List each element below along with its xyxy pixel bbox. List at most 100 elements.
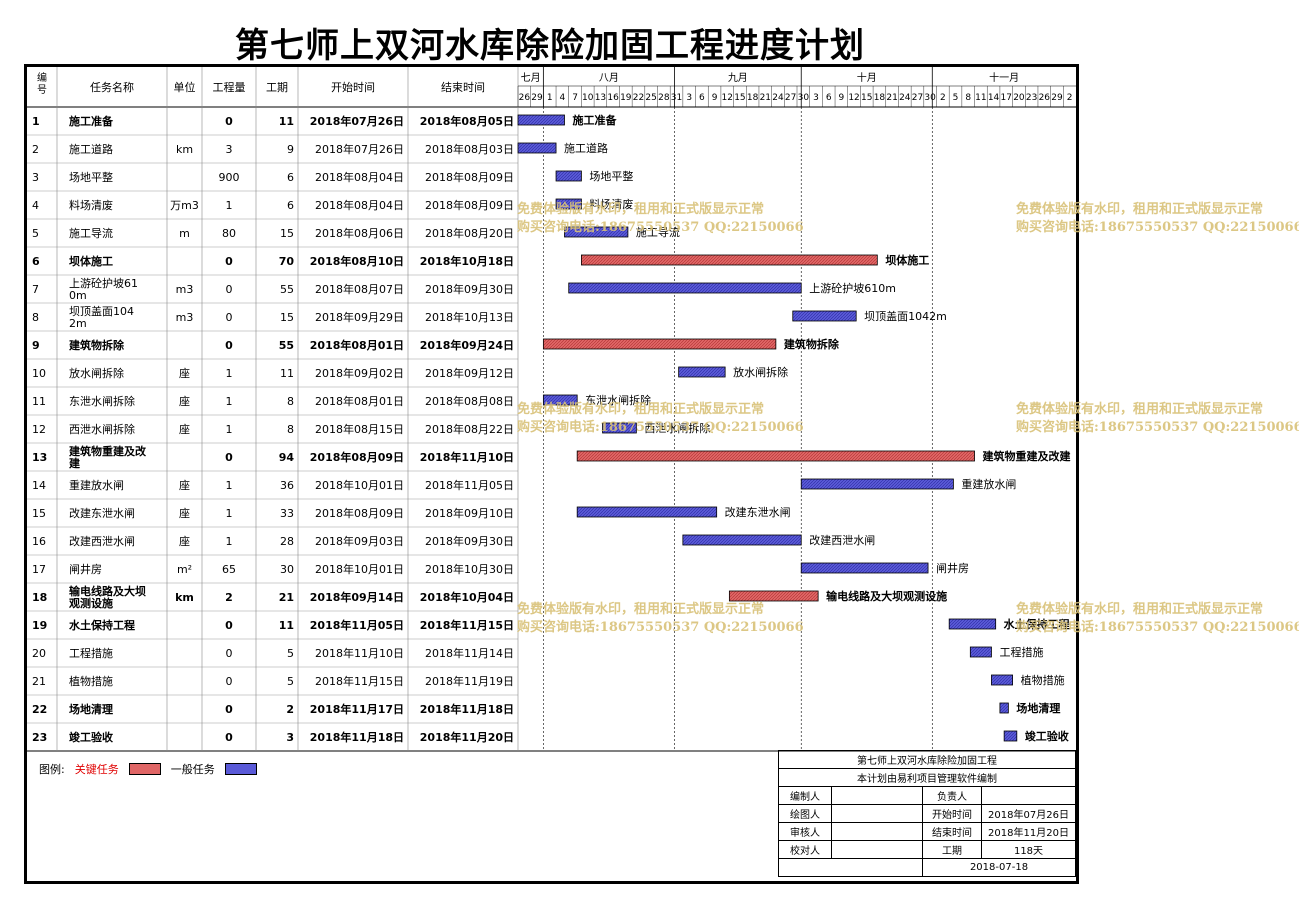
day-label: 30 xyxy=(924,93,936,103)
task-qty: 0 xyxy=(225,255,233,268)
task-name: 料场清废 xyxy=(69,198,113,212)
task-id: 19 xyxy=(32,619,47,632)
task-start: 2018年11月17日 xyxy=(310,702,404,716)
info-drawer-label: 绘图人 xyxy=(778,804,832,823)
info-start-label: 开始时间 xyxy=(922,804,982,823)
task-duration: 11 xyxy=(279,619,294,632)
task-name-cont: 0m xyxy=(69,289,87,302)
bar-label: 竣工验收 xyxy=(1025,729,1069,743)
info-duration-label: 工期 xyxy=(922,840,982,859)
task-unit: m3 xyxy=(176,311,194,324)
info-owner-value xyxy=(981,786,1076,805)
task-bar xyxy=(542,394,578,406)
task-end: 2018年09月24日 xyxy=(420,338,514,352)
task-duration: 21 xyxy=(279,591,294,604)
month-label: 十一月 xyxy=(989,71,1019,84)
day-label: 11 xyxy=(975,93,986,103)
task-end: 2018年11月15日 xyxy=(420,618,514,632)
task-name: 坝体施工 xyxy=(69,254,113,268)
day-label: 22 xyxy=(633,93,644,103)
info-reviewer-label: 审核人 xyxy=(778,822,832,841)
task-id: 15 xyxy=(32,507,46,520)
info-end-value: 2018年11月20日 xyxy=(981,822,1076,841)
task-name: 重建放水闸 xyxy=(69,478,124,492)
task-bar xyxy=(555,170,582,182)
task-name: 闸井房 xyxy=(69,562,102,576)
task-id: 1 xyxy=(32,115,40,128)
bar-label: 闸井房 xyxy=(936,561,969,575)
day-label: 21 xyxy=(886,93,897,103)
task-duration: 94 xyxy=(279,451,295,464)
task-bar xyxy=(581,254,878,266)
task-name: 施工准备 xyxy=(69,114,114,128)
task-bar xyxy=(555,198,582,210)
task-bar xyxy=(517,114,565,126)
task-id: 23 xyxy=(32,731,47,744)
task-bar xyxy=(999,702,1009,714)
bar-label: 西泄水闸拆除 xyxy=(644,421,710,435)
task-start: 2018年09月02日 xyxy=(315,366,404,380)
day-label: 25 xyxy=(645,93,656,103)
task-qty: 0 xyxy=(226,647,233,660)
task-duration: 15 xyxy=(280,227,294,240)
day-label: 6 xyxy=(699,93,705,103)
task-end: 2018年11月14日 xyxy=(425,646,514,660)
info-editor-label: 编制人 xyxy=(778,786,832,805)
task-qty: 1 xyxy=(226,535,233,548)
task-duration: 70 xyxy=(279,255,295,268)
task-unit: 座 xyxy=(179,534,190,548)
task-id: 8 xyxy=(32,311,39,324)
task-start: 2018年09月14日 xyxy=(310,590,404,604)
task-start: 2018年08月04日 xyxy=(315,170,404,184)
task-qty: 1 xyxy=(226,479,233,492)
task-start: 2018年07月26日 xyxy=(310,114,404,128)
task-end: 2018年10月30日 xyxy=(425,562,514,576)
task-id: 16 xyxy=(32,535,46,548)
bar-label: 料场清废 xyxy=(589,197,633,211)
task-id: 14 xyxy=(32,479,46,492)
task-id: 20 xyxy=(32,647,46,660)
legend-critical-swatch xyxy=(128,763,161,775)
day-label: 6 xyxy=(826,93,832,103)
task-end: 2018年11月20日 xyxy=(420,730,514,744)
day-label: 2 xyxy=(1067,93,1073,103)
legend-normal-swatch xyxy=(224,763,257,775)
task-name: 改建西泄水闸 xyxy=(69,534,135,548)
task-name-cont: 建 xyxy=(69,456,81,470)
task-end: 2018年08月20日 xyxy=(425,226,514,240)
task-start: 2018年11月05日 xyxy=(310,618,404,632)
day-label: 2 xyxy=(940,93,946,103)
info-checker-value xyxy=(831,840,923,859)
task-id: 13 xyxy=(32,451,47,464)
task-end: 2018年09月12日 xyxy=(425,366,514,380)
task-duration: 55 xyxy=(280,283,294,296)
task-duration: 2 xyxy=(286,703,294,716)
task-start: 2018年08月04日 xyxy=(315,198,404,212)
header-4: 工期 xyxy=(266,81,288,94)
task-end: 2018年09月10日 xyxy=(425,506,514,520)
task-unit: m² xyxy=(177,563,192,576)
task-id: 9 xyxy=(32,339,40,352)
task-unit: 座 xyxy=(179,366,190,380)
task-end: 2018年08月05日 xyxy=(420,114,514,128)
info-end-label: 结束时间 xyxy=(922,822,982,841)
header-3: 工程量 xyxy=(213,81,246,94)
task-start: 2018年08月01日 xyxy=(310,338,404,352)
task-bar xyxy=(602,422,637,434)
task-start: 2018年09月03日 xyxy=(315,534,404,548)
task-qty: 0 xyxy=(226,283,233,296)
bar-label: 建筑物拆除 xyxy=(784,337,840,351)
task-duration: 28 xyxy=(280,535,294,548)
task-end: 2018年11月19日 xyxy=(425,674,514,688)
bar-label: 上游砼护坡610m xyxy=(809,281,896,295)
task-start: 2018年11月15日 xyxy=(315,674,404,688)
day-label: 10 xyxy=(582,93,594,103)
task-duration: 9 xyxy=(287,143,294,156)
day-label: 3 xyxy=(813,93,819,103)
task-duration: 15 xyxy=(280,311,294,324)
task-start: 2018年11月18日 xyxy=(310,730,404,744)
task-end: 2018年11月05日 xyxy=(425,478,514,492)
task-unit: 万m3 xyxy=(170,199,199,212)
task-bar xyxy=(542,338,777,350)
